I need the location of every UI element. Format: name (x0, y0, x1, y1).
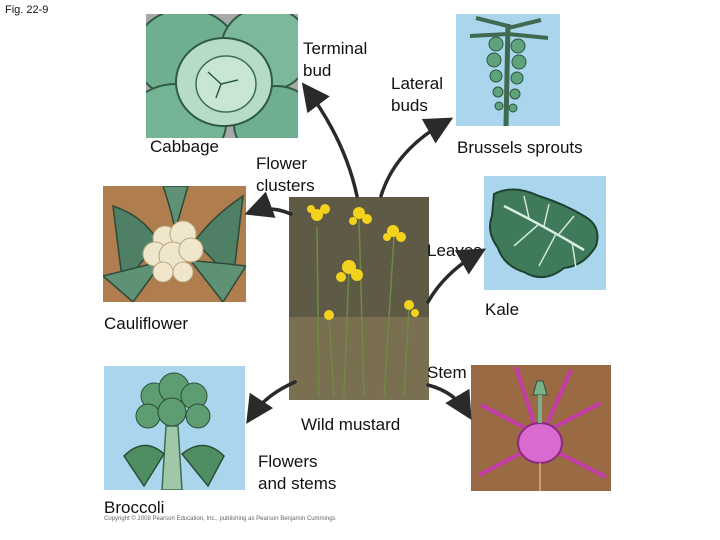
kale-illustration (484, 176, 606, 290)
kale-drawing (489, 188, 599, 279)
kale-label: Kale (485, 300, 520, 319)
figure-label: Fig. 22-9 (5, 4, 49, 16)
broccoli-drawing (123, 372, 225, 490)
arrow-stem (426, 383, 472, 421)
leaves-label: Leaves (427, 241, 482, 260)
lateral-buds-label: Lateral buds (391, 74, 443, 115)
cauliflower-drawing (103, 186, 246, 302)
cauliflower-illustration (103, 186, 246, 302)
cauliflower-label: Cauliflower (104, 314, 189, 333)
kohlrabi-illustration (471, 365, 611, 491)
broccoli-label: Broccoli (104, 498, 165, 517)
stem-label: Stem (427, 363, 467, 382)
kohlrabi-drawing (478, 366, 607, 491)
cabbage-illustration (146, 14, 298, 138)
terminal-bud-label: Terminal bud (303, 39, 368, 80)
brussels-drawing (469, 16, 549, 126)
flower-clusters-label: Flower clusters (256, 154, 315, 195)
cabbage-label: Cabbage (150, 137, 220, 156)
broccoli-illustration (104, 366, 245, 490)
arrow-lateral-buds (379, 117, 454, 198)
wild-mustard-photo (289, 197, 429, 400)
cabbage-drawing (146, 14, 298, 138)
brussels-sprouts-illustration (456, 14, 560, 126)
flowers-and-stems-label: Flowers and stems (258, 452, 337, 493)
brussels-sprouts-label: Brussels sprouts (457, 138, 583, 157)
copyright-text: Copyright © 2008 Pearson Education, Inc.… (104, 516, 336, 522)
arrow-flower-clusters (244, 191, 293, 218)
mustard-drawing (289, 197, 429, 400)
wild-mustard-label: Wild mustard (301, 415, 401, 434)
